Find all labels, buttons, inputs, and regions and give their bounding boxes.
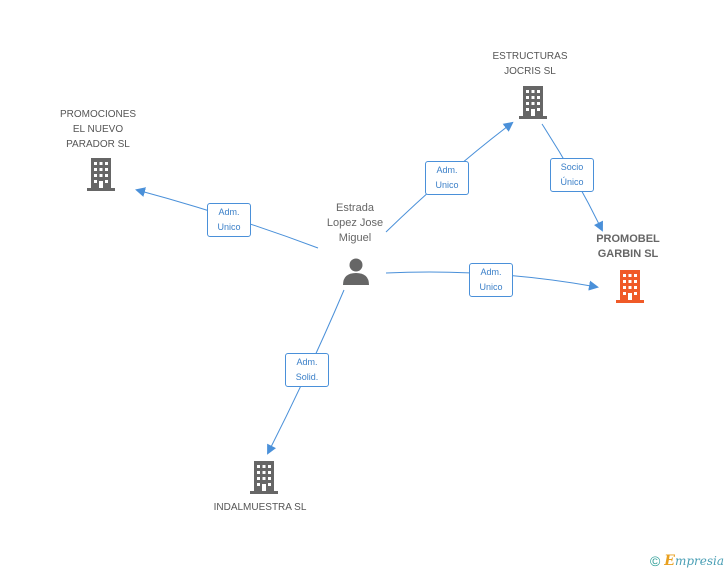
edge-label-estructuras-promobel: Socio Único (550, 158, 594, 192)
brand-logo[interactable]: Empresia (664, 553, 724, 569)
edge-label-indalmuestra: Adm. Solid. (285, 353, 329, 387)
building-icon (519, 86, 547, 119)
person-icon (343, 258, 369, 285)
node-label-estructuras[interactable]: ESTRUCTURAS JOCRIS SL (492, 51, 568, 77)
building-icon (616, 270, 644, 303)
edge-label-promobel: Adm. Unico (469, 263, 513, 297)
node-label-promociones[interactable]: PROMOCIONES EL NUEVO PARADOR SL (59, 109, 137, 150)
copyright-icon: © (649, 553, 661, 569)
building-icon (87, 158, 115, 191)
copyright-footer: © Empresia (650, 553, 724, 569)
node-label-indalmuestra[interactable]: INDALMUESTRA SL (213, 502, 307, 513)
node-label-promobel[interactable]: PROMOBEL GARBIN SL (596, 233, 660, 260)
building-icon (250, 461, 278, 494)
node-label-person[interactable]: Estrada Lopez Jose Miguel (326, 202, 384, 244)
edge-label-estructuras: Adm. Unico (425, 161, 469, 195)
edge-label-promociones: Adm. Unico (207, 203, 251, 237)
